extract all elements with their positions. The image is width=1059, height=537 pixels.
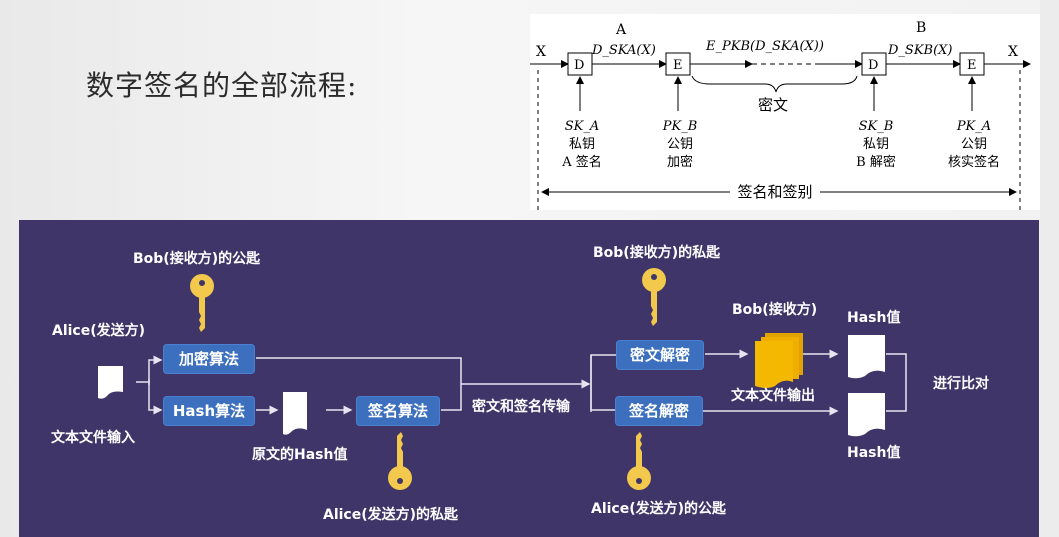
right-margin	[1040, 0, 1059, 537]
box-e1-label: E	[673, 58, 683, 73]
bob-public-key-label: Bob(接收方)的公匙	[133, 251, 261, 267]
output-x: X	[1008, 44, 1018, 60]
key-ska-line1: 私钥	[569, 137, 595, 152]
bob-public-key-icon	[190, 274, 214, 332]
box-d2-label: D	[868, 58, 878, 73]
signal-2: E_PKB(D_SKA(X))	[705, 39, 824, 54]
sign-algorithm-box: 签名算法	[356, 396, 440, 426]
key-pkb: PK_B	[662, 119, 698, 134]
output-documents-icon	[755, 333, 803, 388]
arrow-to-hash	[148, 379, 163, 415]
hash-algorithm-box: Hash算法	[163, 396, 255, 426]
flow-lines	[98, 268, 907, 490]
alice-sender-label: Alice(发送方)	[52, 323, 146, 339]
compare-label: 进行比对	[933, 376, 989, 392]
input-document-icon	[98, 366, 123, 399]
key-pkb-line1: 公钥	[667, 137, 693, 152]
alice-private-key-icon	[388, 432, 412, 490]
text-output-label: 文本文件输出	[731, 388, 815, 404]
bob-receiver-label: Bob(接收方)	[732, 302, 818, 318]
bob-private-key-label: Bob(接收方)的私匙	[593, 245, 721, 261]
label-a: A	[615, 22, 627, 38]
signal-3: D_SKB(X)	[887, 43, 953, 58]
key-skb: SK_B	[859, 119, 894, 134]
to-decrypt-cipher	[590, 354, 617, 410]
key-skb-line1: 私钥	[863, 137, 889, 152]
key-ska-line2: A 签名	[561, 154, 602, 170]
hash-document-icon	[283, 392, 307, 435]
box-d1-label: D	[574, 58, 584, 73]
alice-private-key-label: Alice(发送方)的私匙	[323, 507, 459, 523]
key-pka: PK_A	[956, 119, 991, 134]
key-pkb-line2: 加密	[667, 154, 693, 170]
text-input-label: 文本文件输入	[51, 430, 135, 446]
key-skb-line2: B 解密	[856, 154, 896, 170]
key-pka-line1: 公钥	[961, 137, 987, 152]
encrypt-algorithm-box: 加密算法	[163, 344, 255, 374]
bob-private-key-icon	[642, 268, 666, 326]
label-b: B	[916, 20, 926, 36]
page-title: 数字签名的全部流程:	[86, 69, 358, 102]
compare-bracket	[886, 353, 907, 412]
key-ska: SK_A	[565, 119, 600, 134]
decrypt-cipher-box: 密文解密	[616, 340, 704, 370]
hash-value-top-label: Hash值	[847, 310, 901, 326]
cipher-brace	[691, 75, 858, 93]
span-label: 签名和签别	[737, 183, 812, 201]
signature-schematic: A B X X D D_SKA(X) E E_PKB(D_SKA(X)) 密文 …	[530, 14, 1042, 210]
hash-value-bottom-label: Hash值	[847, 445, 901, 461]
alice-public-key-label: Alice(发送方)的公匙	[591, 501, 727, 517]
decrypt-signature-box: 签名解密	[615, 396, 703, 426]
signal-1: D_SKA(X)	[591, 43, 656, 58]
ciphertext-label: 密文	[758, 96, 788, 114]
transmit-label: 密文和签名传输	[472, 399, 570, 415]
schematic-svg: A B X X D D_SKA(X) E E_PKB(D_SKA(X)) 密文 …	[530, 20, 1031, 210]
box-e2-label: E	[967, 58, 977, 73]
hash-bottom-document-icon	[848, 393, 885, 437]
flow-panel: Bob(接收方)的公匙 Alice(发送方) 文本文件输入 加密算法 Hash算…	[19, 220, 1039, 537]
original-hash-label: 原文的Hash值	[252, 447, 348, 463]
input-x: X	[536, 44, 546, 60]
arrow-to-encrypt	[148, 355, 163, 385]
alice-public-key-icon	[627, 432, 651, 490]
key-pka-line2: 核实签名	[948, 154, 1000, 170]
hash-top-document-icon	[848, 335, 885, 379]
